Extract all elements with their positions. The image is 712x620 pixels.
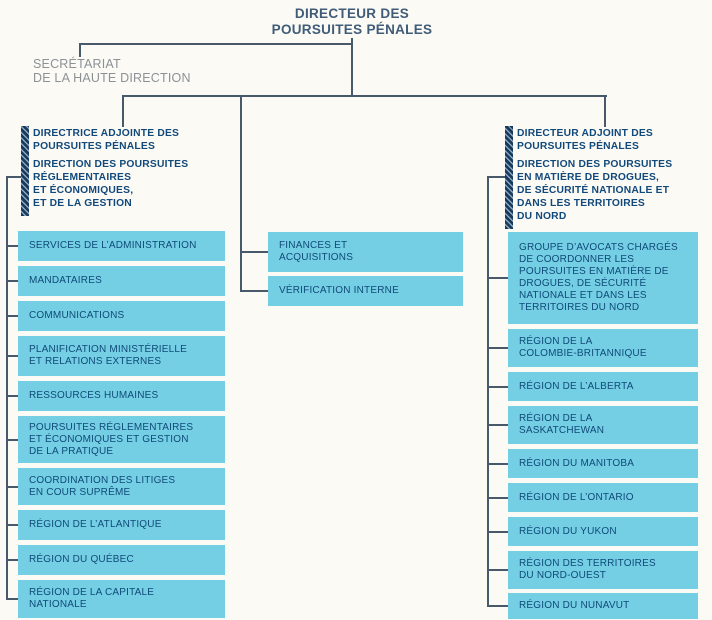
connector-left-head <box>6 176 22 178</box>
chart-title: DIRECTEUR DES POURSUITES PÉNALES <box>271 6 433 37</box>
connector-stub <box>487 496 509 499</box>
connector-split <box>122 95 607 97</box>
unit-box-label: COMMUNICATIONS <box>29 310 125 321</box>
left-unit-box: RÉGION DU QUÉBEC <box>18 545 225 575</box>
unit-box-label: RESSOURCES HUMAINES <box>29 390 159 401</box>
left-unit-box: RÉGION DE L’ATLANTIQUE <box>18 510 225 540</box>
right-unit-box: RÉGION DES TERRITOIRES DU NORD-OUEST <box>508 551 698 589</box>
connector-stub <box>6 485 19 488</box>
unit-box-label: RÉGION DU MANITOBA <box>519 457 635 469</box>
unit-box-label: RÉGION DU NUNAVUT <box>519 600 630 611</box>
connector-title-drop <box>351 38 353 97</box>
connector-right-trunk <box>487 176 489 607</box>
right-unit-box: RÉGION DU YUKON <box>508 517 698 546</box>
right-unit-box: RÉGION DE L’ONTARIO <box>508 483 698 512</box>
connector-stub <box>487 347 509 349</box>
left-unit-box: RÉGION DE LA CAPITALE NATIONALE <box>18 580 225 618</box>
right-unit-box: RÉGION DU MANITOBA <box>508 449 698 478</box>
unit-box-label: SERVICES DE L’ADMINISTRATION <box>29 240 197 251</box>
deputy-right-role: DIRECTEUR ADJOINT DES POURSUITES PÉNALES <box>517 128 653 152</box>
center-unit-box: VÉRIFICATION INTERNE <box>268 276 463 306</box>
unit-box-label: RÉGION DE LA SASKATCHEWAN <box>519 413 605 436</box>
unit-box-label: RÉGION DE L’ALBERTA <box>519 380 634 392</box>
connector-right-head <box>487 176 506 178</box>
connector-stub <box>6 559 19 561</box>
connector-stub <box>487 530 509 533</box>
right-unit-box: RÉGION DU NUNAVUT <box>508 593 698 619</box>
unit-box-label: GROUPE D’AVOCATS CHARGÉS DE COORDONNER L… <box>519 242 678 313</box>
unit-box-label: POURSUITES RÉGLEMENTAIRES ET ÉCONOMIQUES… <box>29 421 194 457</box>
unit-box-label: MANDATAIRES <box>29 275 102 286</box>
deputy-director-right-header: DIRECTEUR ADJOINT DES POURSUITES PÉNALES… <box>505 126 712 229</box>
unit-box-label: RÉGION DE LA CAPITALE NATIONALE <box>29 587 155 610</box>
unit-box-label: RÉGION DU YUKON <box>519 525 617 537</box>
connector-stub <box>6 245 19 247</box>
unit-box-label: COORDINATION DES LITIGES EN COUR SUPRÊME <box>29 474 176 498</box>
connector-left-trunk <box>6 176 8 600</box>
connector-stub <box>6 438 19 441</box>
deputy-right-direction: DIRECTION DES POURSUITES EN MATIÈRE DE D… <box>517 159 673 222</box>
connector-secretariat-h <box>79 43 353 45</box>
connector-stub <box>487 277 509 279</box>
unit-box-label: RÉGION DES TERRITOIRES DU NORD-OUEST <box>519 558 656 581</box>
connector-stub <box>240 290 269 292</box>
left-unit-box: RESSOURCES HUMAINES <box>18 381 225 411</box>
unit-box-label: RÉGION DE LA COLOMBIE-BRITANNIQUE <box>519 336 647 359</box>
unit-box-label: PLANIFICATION MINISTÉRIELLE ET RELATIONS… <box>29 344 188 367</box>
unit-box-label: RÉGION DE L’ATLANTIQUE <box>29 519 162 530</box>
connector-secretariat-v <box>79 45 81 57</box>
connector-drop-center <box>240 95 242 292</box>
deputy-director-left-header: DIRECTRICE ADJOINTE DES POURSUITES PÉNAL… <box>21 126 243 216</box>
connector-stub <box>6 355 19 357</box>
center-unit-box: FINANCES ET ACQUISITIONS <box>268 232 463 272</box>
left-unit-box: POURSUITES RÉGLEMENTAIRES ET ÉCONOMIQUES… <box>18 416 225 463</box>
connector-stub <box>487 385 509 388</box>
connector-stub <box>6 315 19 317</box>
left-unit-box: SERVICES DE L’ADMINISTRATION <box>18 231 225 261</box>
right-unit-box: RÉGION DE L’ALBERTA <box>508 372 698 401</box>
deputy-left-role: DIRECTRICE ADJOINTE DES POURSUITES PÉNAL… <box>33 128 180 152</box>
left-unit-box: PLANIFICATION MINISTÉRIELLE ET RELATIONS… <box>18 336 225 376</box>
connector-stub <box>6 598 19 600</box>
connector-stub <box>487 605 509 607</box>
unit-box-label: FINANCES ET ACQUISITIONS <box>279 240 354 263</box>
left-unit-box: COMMUNICATIONS <box>18 301 225 331</box>
hatch-bar-icon <box>21 126 29 216</box>
deputy-left-direction: DIRECTION DES POURSUITES RÉGLEMENTAIRES … <box>33 159 189 209</box>
connector-stub <box>6 280 19 282</box>
unit-box-label: RÉGION DE L’ONTARIO <box>519 491 634 503</box>
right-unit-box: GROUPE D’AVOCATS CHARGÉS DE COORDONNER L… <box>508 232 698 324</box>
secretariat-label: SECRÉTARIAT DE LA HAUTE DIRECTION <box>33 57 191 85</box>
unit-box-label: VÉRIFICATION INTERNE <box>279 285 399 296</box>
connector-drop-right <box>604 95 606 127</box>
left-unit-box: COORDINATION DES LITIGES EN COUR SUPRÊME <box>18 468 225 505</box>
connector-stub <box>487 569 509 571</box>
right-unit-box: RÉGION DE LA SASKATCHEWAN <box>508 406 698 444</box>
connector-stub <box>240 251 269 253</box>
right-unit-box: RÉGION DE LA COLOMBIE-BRITANNIQUE <box>508 329 698 367</box>
connector-stub <box>487 424 509 426</box>
connector-stub <box>6 524 19 526</box>
left-unit-box: MANDATAIRES <box>18 266 225 296</box>
unit-box-label: RÉGION DU QUÉBEC <box>29 554 134 565</box>
hatch-bar-icon <box>505 126 513 229</box>
connector-drop-left <box>122 95 124 127</box>
connector-stub <box>487 462 509 465</box>
connector-stub <box>6 395 19 397</box>
